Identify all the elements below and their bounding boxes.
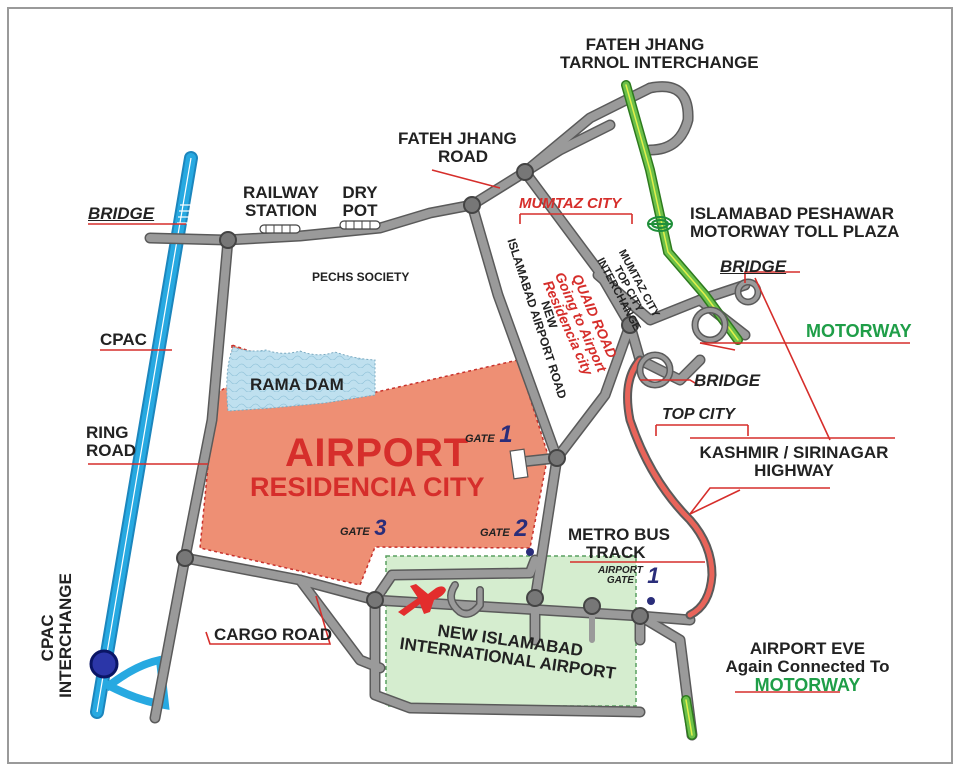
label-line: AIRPORT [598, 564, 643, 576]
label-line: CPAC [38, 614, 58, 662]
gate-number: 2 [514, 515, 528, 542]
label-line: STATION [244, 200, 318, 220]
label-line: GATE [606, 575, 634, 586]
airport-gate1-marker [647, 597, 655, 605]
airplane-icon [398, 584, 446, 616]
mumtaz-city-label: MUMTAZ CITY [519, 195, 622, 212]
bridge-left-label: BRIDGE [88, 204, 155, 223]
label-line: TARNOL INTERCHANGE [560, 52, 759, 72]
label-line: RING [86, 423, 129, 442]
gate-2-label: GATE 2 [480, 516, 528, 541]
label-line: AIRPORT EVE [749, 639, 866, 658]
road-network [144, 81, 751, 741]
label-line: DRY [342, 183, 378, 202]
rama-dam-label: RAMA DAM [250, 375, 344, 394]
metro-bus-track-label: METRO BUS TRACK [568, 526, 670, 562]
bridge-right-mid-label: BRIDGE [694, 371, 761, 390]
label-line: ISLAMABAD PESHAWAR [690, 204, 895, 223]
label-line: FATEH JHANG [585, 35, 705, 54]
gate-prefix: GATE [340, 526, 370, 538]
fateh-jhang-interchange-label: FATEH JHANG TARNOL INTERCHANGE [560, 35, 759, 72]
dry-pot-icon [339, 220, 381, 230]
cpac-highway [90, 151, 198, 719]
gate-1-label: GATE 1 [465, 422, 513, 447]
airport-eve-label: AIRPORT EVE Again Connected To MOTORWAY [725, 640, 890, 695]
cargo-road-label: CARGO ROAD [214, 625, 333, 644]
leader-lines [88, 169, 910, 693]
cpac-label: CPAC [100, 330, 147, 349]
label-line: Again Connected To [725, 656, 890, 676]
gate1-building [509, 448, 529, 480]
gate-3-label: GATE 3 [340, 516, 386, 540]
bridge-right-top-label: BRIDGE [720, 257, 787, 276]
dry-pot-label: DRY POT [336, 184, 384, 220]
airport-residencia-title: AIRPORT [285, 431, 469, 475]
airport-gate-1-label: AIRPORT GATE 1 [598, 564, 660, 588]
motorway-label: MOTORWAY [806, 321, 912, 341]
cpac-interchange-node [89, 649, 119, 679]
pechs-society-label: PECHS SOCIETY [312, 270, 410, 284]
airport-residencia-subtitle: RESIDENCIA CITY [250, 472, 485, 502]
toll-plaza-label: ISLAMABAD PESHAWAR MOTORWAY TOLL PLAZA [690, 205, 899, 241]
gate-number: 3 [374, 515, 387, 540]
label-line: METRO BUS [568, 525, 670, 544]
label-line: ROAD [438, 146, 489, 166]
railway-station-label: RAILWAY STATION [236, 184, 326, 220]
gate-prefix: GATE [480, 527, 510, 539]
label-line: ROAD [86, 440, 137, 460]
label-line: MOTORWAY TOLL PLAZA [690, 221, 900, 241]
fateh-jhang-road-label: FATEH JHANG ROAD [398, 130, 517, 166]
label-line: MOTORWAY [754, 674, 861, 695]
cpac-interchange-label: CPAC INTERCHANGE [38, 573, 75, 698]
top-city-label: TOP CITY [662, 406, 735, 423]
gate-number: 1 [647, 563, 660, 588]
railway-station-icon [259, 224, 301, 234]
label-line: POT [342, 200, 378, 220]
toll-plaza-icon [647, 216, 673, 232]
label-line: RAILWAY [243, 183, 319, 202]
kashmir-highway-label: KASHMIR / SIRINAGAR HIGHWAY [688, 444, 900, 480]
label-line: HIGHWAY [754, 460, 834, 480]
junction-nodes [176, 163, 649, 625]
label-line: INTERCHANGE [56, 573, 75, 698]
ring-road-label: RING ROAD [86, 424, 136, 460]
label-line: FATEH JHANG [398, 129, 517, 148]
gate-prefix: GATE [465, 433, 495, 445]
label-line: TRACK [586, 542, 646, 562]
label-line: KASHMIR / SIRINAGAR [699, 443, 889, 462]
airport-gate-text: AIRPORT GATE [598, 564, 643, 587]
gate-number: 1 [499, 421, 513, 448]
gate2-marker [526, 548, 534, 556]
